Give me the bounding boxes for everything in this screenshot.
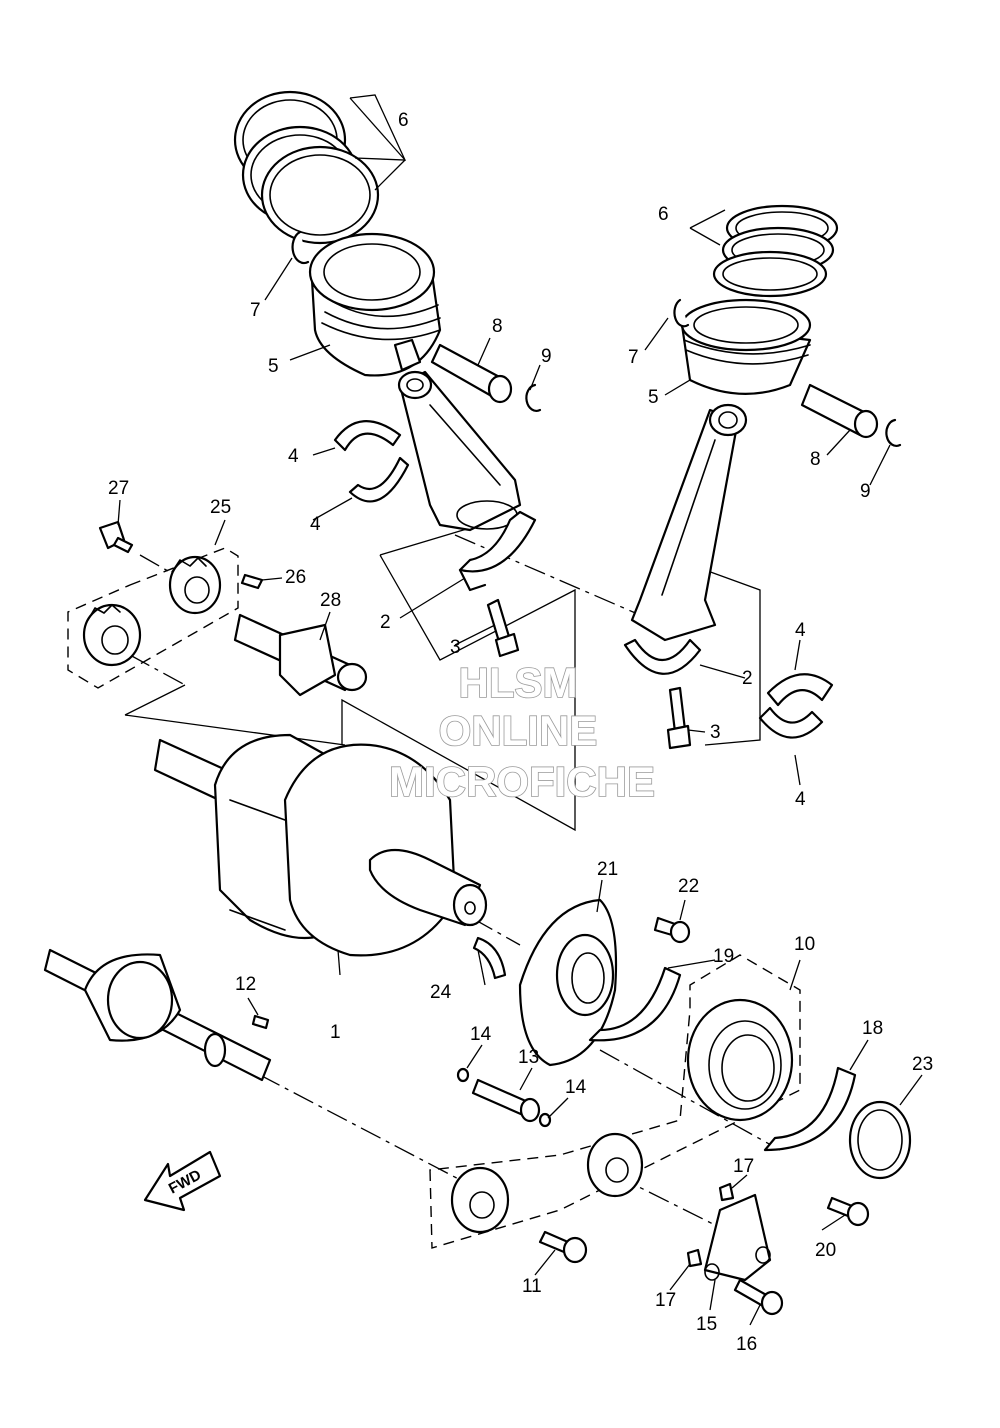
- gear-lower-left: [450, 1166, 510, 1234]
- callout-20: 20: [815, 1240, 836, 1261]
- watermark-line2: ONLINE: [439, 707, 598, 754]
- callout-4d: 4: [795, 789, 806, 810]
- callout-14b: 14: [565, 1077, 587, 1098]
- assembly-lines: [67, 527, 801, 1249]
- callout-17a: 17: [733, 1156, 754, 1177]
- watermark: HLSM ONLINE MICROFICHE: [388, 658, 656, 806]
- piston-left: [308, 232, 442, 377]
- clip-24: [472, 936, 507, 980]
- bearing-upper-right: [766, 673, 834, 707]
- callout-25: 25: [210, 497, 231, 518]
- bearing-cap-18: [763, 1066, 857, 1152]
- o-ring-14a: [456, 1067, 470, 1083]
- bolt-22: [653, 916, 691, 944]
- gear-25b: [82, 603, 142, 667]
- watermark-line3: MICROFICHE: [389, 758, 655, 805]
- key-12: [251, 1014, 270, 1030]
- callout-5a: 5: [268, 356, 279, 377]
- forward-direction-arrow: FWD: [143, 1150, 222, 1212]
- bracket-15: [703, 1193, 772, 1282]
- rod-cap-left: [458, 510, 537, 592]
- piston-rings-right: [712, 204, 839, 298]
- drive-gear-10: [686, 998, 794, 1122]
- callout-3a: 3: [450, 637, 461, 658]
- bolt-27: [98, 520, 134, 554]
- dowel-17b: [686, 1248, 703, 1268]
- callout-18: 18: [862, 1018, 883, 1039]
- callout-6b: 6: [658, 204, 669, 225]
- key-26: [240, 573, 264, 590]
- callout-7a: 7: [250, 300, 261, 321]
- oil-seal-23: [848, 1100, 912, 1180]
- bearing-cap-19: [588, 966, 682, 1042]
- circlip-right: [673, 298, 690, 328]
- callout-12: 12: [235, 974, 256, 995]
- callout-15: 15: [696, 1314, 717, 1335]
- callout-24: 24: [430, 982, 452, 1003]
- watermark-line1: HLSM: [459, 659, 578, 706]
- bolt-16: [733, 1278, 784, 1316]
- callout-2b: 2: [742, 668, 753, 689]
- callout-27: 27: [108, 478, 129, 499]
- callout-6a: 6: [398, 110, 409, 131]
- bearing-lower-right: [758, 706, 824, 739]
- callout-9a: 9: [541, 346, 552, 367]
- callout-4a: 4: [288, 446, 299, 467]
- balancer-shaft-28: [233, 613, 368, 697]
- shaft-13: [471, 1078, 541, 1123]
- callout-22: 22: [678, 876, 699, 897]
- callout-13: 13: [518, 1047, 539, 1068]
- bolt-11: [538, 1230, 588, 1264]
- callout-14a: 14: [470, 1024, 492, 1045]
- callout-26: 26: [285, 567, 306, 588]
- callout-16: 16: [736, 1334, 757, 1355]
- rod-cap-right: [623, 638, 702, 675]
- bolt-20: [826, 1196, 870, 1227]
- crankshaft: [153, 733, 488, 957]
- bearing-housing-21: [518, 898, 618, 1067]
- callout-2a: 2: [380, 612, 391, 633]
- dowel-17a: [718, 1182, 735, 1202]
- callout-4c: 4: [795, 620, 806, 641]
- balancer-shaft-lower: [43, 948, 272, 1082]
- circlip-9-left: [525, 383, 542, 412]
- callout-21: 21: [597, 859, 618, 880]
- callout-23: 23: [912, 1054, 933, 1075]
- gear-25a: [168, 555, 222, 615]
- callout-5b: 5: [648, 387, 659, 408]
- piston-pin-right: [800, 383, 879, 439]
- o-ring-14b: [538, 1112, 552, 1128]
- callout-28: 28: [320, 590, 341, 611]
- piston-pin-left: [430, 343, 513, 404]
- bearing-upper-left: [333, 420, 402, 452]
- callout-11: 11: [522, 1276, 542, 1297]
- connecting-rod-right: [630, 403, 748, 642]
- callout-numbers: 6 7 5 8 9 4 4 27 25 26 28 2 3 2 3 4 4 6 …: [108, 110, 933, 1355]
- callout-10: 10: [794, 934, 815, 955]
- callout-17b: 17: [655, 1290, 676, 1311]
- callout-19: 19: [713, 946, 734, 967]
- circlip-left: [291, 230, 310, 265]
- piston-right: [680, 298, 812, 395]
- callout-8b: 8: [810, 449, 821, 470]
- callout-4b: 4: [310, 514, 321, 535]
- circlip-9-right: [885, 418, 902, 447]
- piston-rings-left: [233, 90, 380, 245]
- callout-3b: 3: [710, 722, 721, 743]
- callout-8a: 8: [492, 316, 503, 337]
- bearing-lower-left: [348, 456, 410, 503]
- callout-1: 1: [330, 1022, 341, 1043]
- callout-9b: 9: [860, 481, 871, 502]
- gear-lower-mid: [586, 1132, 644, 1198]
- rod-bolt-left: [486, 598, 520, 658]
- connecting-rod-left: [397, 370, 522, 532]
- rod-bolt-right: [666, 686, 692, 750]
- leader-lines: [117, 94, 923, 1326]
- callout-7b: 7: [628, 347, 639, 368]
